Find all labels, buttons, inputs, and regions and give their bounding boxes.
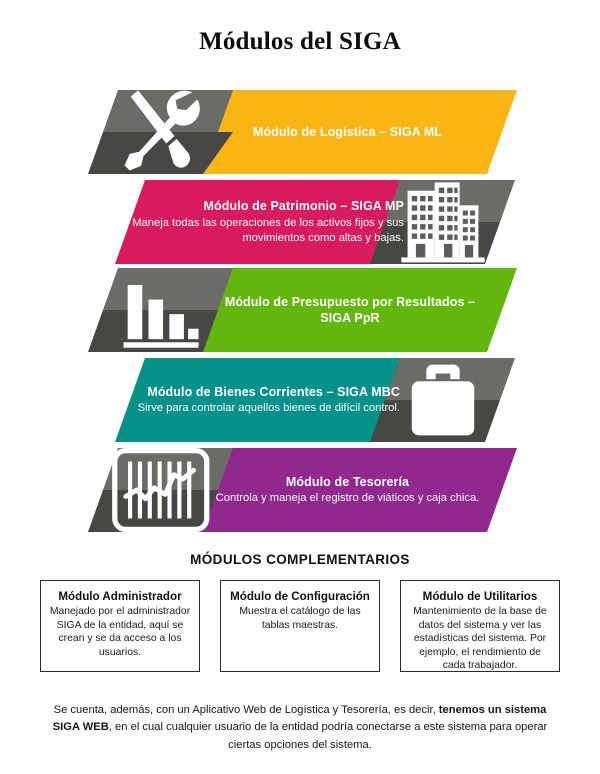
module-banner-tesoreria[interactable]: Módulo de Tesorería Controla y maneja el… [0,444,600,536]
footer-bold: tenemos un sistema SIGA WEB [52,704,547,734]
banner-desc: Maneja todas las operaciones de los acti… [132,216,404,244]
banner-title: Módulo de Presupuesto por Resultados – S… [224,294,476,325]
wrench-screwdriver-icon [118,86,204,178]
banner-shape-5 [88,448,517,532]
complementary-card-utilitarios[interactable]: Módulo de Utilitarios Mantenimiento de l… [400,580,560,672]
module-banner-presupuesto[interactable]: Módulo de Presupuesto por Resultados – S… [0,264,600,356]
complementary-modules-section: MÓDULOS COMPLEMENTARIOS Módulo Administr… [0,552,600,672]
banner-text-1: Módulo de Logística – SIGA ML [210,86,485,178]
card-desc: Muestra el catálogo de las tablas maestr… [239,606,361,631]
banner-desc: Sirve para controlar aquellos bienes de … [137,402,400,415]
banner-text-3: Módulo de Presupuesto por Resultados – S… [215,264,485,356]
complementary-heading: MÓDULOS COMPLEMENTARIOS [190,552,410,567]
module-banner-bienes-corrientes[interactable]: Módulo de Bienes Corrientes – SIGA MBC S… [0,354,600,446]
line-chart-panel-icon [112,444,210,536]
buildings-icon [400,176,486,268]
banner-title: Módulo de Tesorería [285,474,410,489]
briefcase-icon [400,354,486,446]
card-title: Módulo de Utilitarios [422,590,538,603]
footer-part1: Se cuenta, además, con un Aplicativo Web… [53,704,439,716]
footer-note: Se cuenta, además, con un Aplicativo Web… [45,702,555,754]
module-banner-list: Módulo de Logística – SIGA ML [0,86,600,542]
page-title: Módulos del SIGA [199,28,401,55]
card-title: Módulo de Configuración [230,590,370,603]
complementary-card-list: Módulo Administrador Manejado por el adm… [40,580,560,672]
card-desc: Mantenimiento de la base de datos del si… [413,606,547,672]
banner-text-2: Módulo de Patrimonio – SIGA MP Maneja to… [130,176,408,268]
bar-chart-icon [118,264,204,356]
banner-title: Módulo de Logística – SIGA ML [252,124,443,139]
footer-part2: , en el cual cualquier usuario de la ent… [108,721,548,751]
complementary-card-configuracion[interactable]: Módulo de Configuración Muestra el catál… [220,580,380,672]
banner-text-4: Módulo de Bienes Corrientes – SIGA MBC S… [132,354,404,446]
card-title: Módulo Administrador [58,590,182,603]
banner-title: Módulo de Patrimonio – SIGA MP [203,199,404,214]
module-banner-patrimonio[interactable]: Módulo de Patrimonio – SIGA MP Maneja to… [0,176,600,268]
complementary-card-administrador[interactable]: Módulo Administrador Manejado por el adm… [40,580,200,672]
banner-desc: Controla y maneja el registro de viático… [215,492,480,505]
card-desc: Manejado por el administrador SIGA de la… [49,606,191,658]
module-banner-logistica[interactable]: Módulo de Logística – SIGA ML [0,86,600,178]
banner-text-5: Módulo de Tesorería Controla y maneja el… [215,444,480,536]
banner-title: Módulo de Bienes Corrientes – SIGA MBC [147,384,400,399]
